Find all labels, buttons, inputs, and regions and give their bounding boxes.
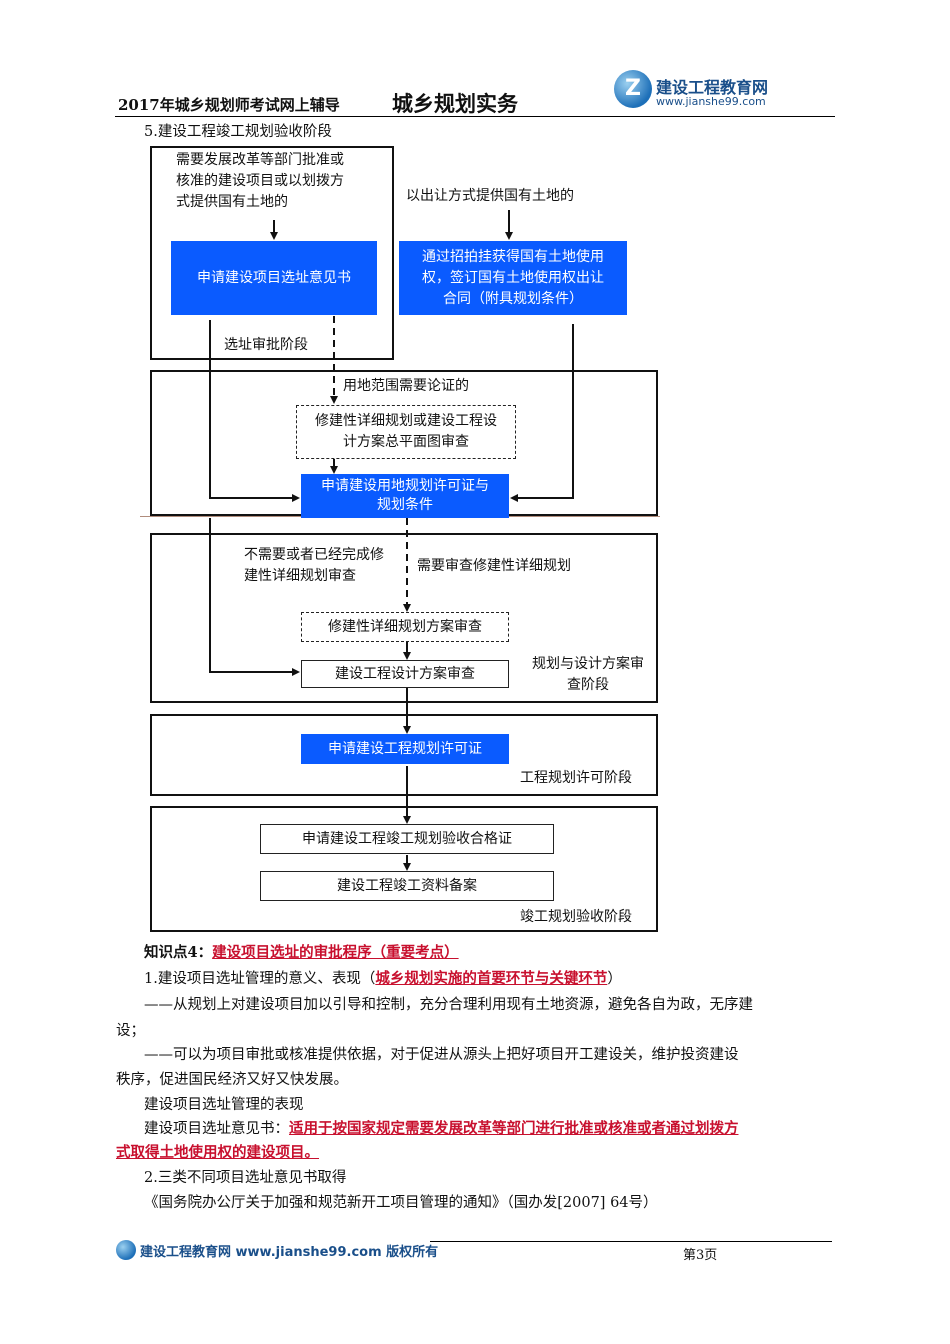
paragraph-5-cont: 式取得土地使用权的建设项目。: [116, 1141, 319, 1165]
paragraph-3: ——可以为项目审批或核准提供依据，对于促进从源头上把好项目开工建设关，维护投资建…: [144, 1047, 739, 1063]
paragraph-7: 《国务院办公厅关于加强和规范新开工项目管理的通知》（国办发[2007] 64号）: [144, 1195, 658, 1211]
label-site-stage: 选址审批阶段: [224, 337, 308, 353]
section-heading: 5.建设工程竣工规划验收阶段: [144, 124, 332, 140]
p5-highlight: 适用于按国家规定需要发展改革等部门进行批准或核准或者通过划拨方: [289, 1120, 739, 1137]
box-design-review: 建设工程设计方案审查: [301, 660, 509, 688]
label-design-stage: 规划与设计方案审 查阶段: [532, 656, 644, 693]
label-approved-projects: 需要发展改革等部门批准或 核准的建设项目或以划拨方 式提供国有土地的: [176, 152, 344, 210]
footer-site-text: 建设工程教育网 www.jianshe99.com 版权所有: [140, 1245, 439, 1260]
frame-completion-stage: [150, 806, 658, 932]
box-site-plan-review: 修建性详细规划或建设工程设 计方案总平面图审查: [296, 405, 516, 459]
box-records-filing: 建设工程竣工资料备案: [260, 871, 554, 901]
frame-design-stage: [150, 533, 658, 703]
page-number: 第3页: [683, 1248, 718, 1263]
kp-title: 建设项目选址的审批程序（重要考点）: [212, 944, 459, 961]
subject-title: 城乡规划实务: [392, 91, 518, 116]
header-rule: [115, 116, 835, 117]
box-engineering-permit: 申请建设工程规划许可证: [301, 734, 509, 764]
footer-rule: [430, 1241, 832, 1242]
kp-label: 知识点4：: [144, 944, 213, 961]
logo-url: www.jianshe99.com: [656, 95, 766, 108]
paragraph-2: ——从规划上对建设项目加以引导和控制，充分合理利用现有土地资源，避免各自为政，无…: [144, 997, 753, 1013]
label-need-review: 需要审查修建性详细规划: [417, 558, 571, 574]
label-permit-stage: 工程规划许可阶段: [520, 770, 632, 786]
paragraph-2-cont: 设；: [116, 1023, 145, 1039]
paragraph-4: 建设项目选址管理的表现: [144, 1097, 304, 1113]
frame-permit-stage: [150, 714, 658, 796]
p5-highlight-cont: 式取得土地使用权的建设项目。: [116, 1144, 319, 1161]
label-no-need-review: 不需要或者已经完成修 建性详细规划审查: [244, 547, 384, 584]
paragraph-6: 2.三类不同项目选址意见书取得: [144, 1170, 347, 1186]
box-site-opinion: 申请建设项目选址意见书: [171, 241, 377, 315]
label-land-scope: 用地范围需要论证的: [343, 378, 469, 394]
p1-highlight: 城乡规划实施的首要环节与关键环节: [375, 970, 608, 987]
frame-site-stage: [150, 146, 394, 360]
box-detail-plan-review: 修建性详细规划方案审查: [301, 612, 509, 642]
footer-logo-icon: [116, 1240, 136, 1260]
box-completion-cert: 申请建设工程竣工规划验收合格证: [260, 824, 554, 854]
label-completion-stage: 竣工规划验收阶段: [520, 909, 632, 925]
box-land-permit: 申请建设用地规划许可证与 规划条件: [301, 474, 509, 518]
logo-name: 建设工程教育网: [656, 78, 769, 97]
label-transfer-land: 以出让方式提供国有土地的: [406, 188, 574, 204]
paragraph-5: 建设项目选址意见书：适用于按国家规定需要发展改革等部门进行批准或核准或者通过划拨…: [144, 1120, 739, 1137]
paragraph-1: 1.建设项目选址管理的意义、表现（城乡规划实施的首要环节与关键环节）: [144, 970, 622, 987]
exam-title: 2017年城乡规划师考试网上辅导: [118, 96, 340, 114]
paragraph-3-cont: 秩序，促进国民经济又好又快发展。: [116, 1072, 348, 1088]
knowledge-point-heading: 知识点4：建设项目选址的审批程序（重要考点）: [144, 941, 459, 965]
box-auction-contract: 通过招拍挂获得国有土地使用 权，签订国有土地使用权出让 合同（附具规划条件）: [399, 241, 627, 315]
site-logo-icon: Z: [614, 70, 652, 108]
